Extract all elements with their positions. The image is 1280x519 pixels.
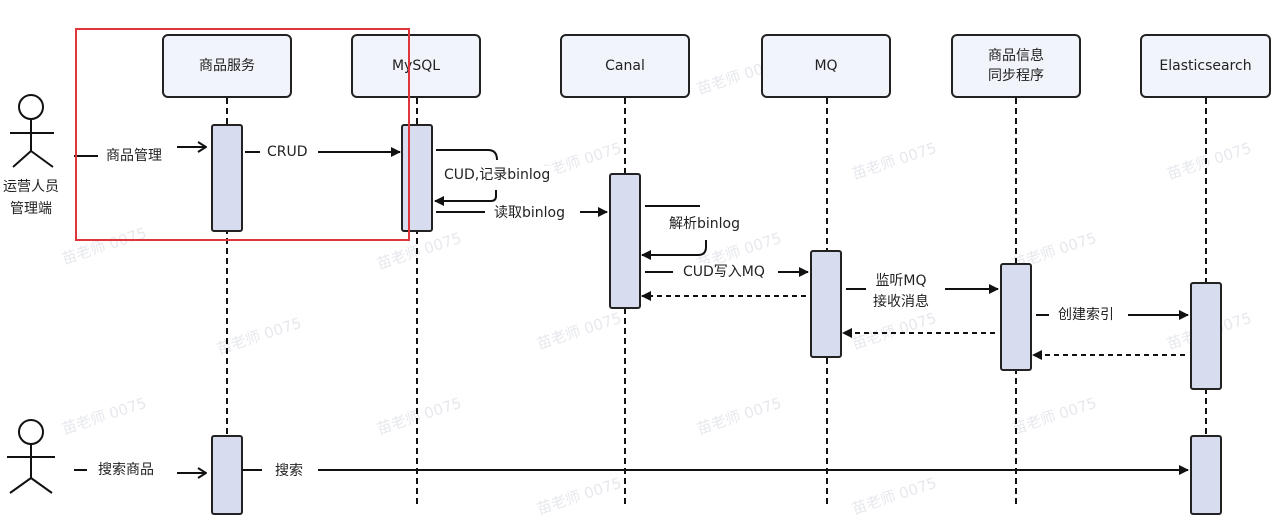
lifeline-mysql — [416, 98, 418, 504]
participant-label: 商品信息 同步程序 — [988, 48, 1044, 84]
participant-label: 商品服务 — [199, 58, 255, 74]
message-label: 读取binlog — [490, 204, 569, 222]
actor-admin-label: 运营人员 管理端 — [3, 179, 59, 217]
message-label: 监听MQ 接收消息 — [869, 271, 933, 313]
lifeline-goods-service — [226, 98, 228, 504]
message-arrows — [7, 94, 1189, 494]
participant-canal[interactable]: Canal — [560, 34, 690, 98]
message-label: CUD写入MQ — [679, 263, 769, 281]
message-label: 解析binlog — [665, 215, 744, 233]
message-label: 创建索引 — [1054, 306, 1118, 324]
participant-mq[interactable]: MQ — [761, 34, 891, 98]
arrow-cud-binlog — [436, 149, 498, 161]
message-label: CRUD — [263, 143, 312, 161]
sequence-diagram: 苗老师 0075 苗老师 0075 苗老师 0075 苗老师 0075 苗老师 … — [3, 28, 1271, 518]
activation-es-search — [1190, 435, 1222, 515]
activation-canal — [609, 173, 641, 309]
message-label: CUD,记录binlog — [440, 166, 555, 184]
participant-goods-service[interactable]: 商品服务 — [162, 34, 292, 98]
participant-sync[interactable]: 商品信息 同步程序 — [951, 34, 1081, 98]
message-label: 商品管理 — [102, 147, 166, 165]
participant-label: Elasticsearch — [1159, 58, 1252, 74]
activation-goods-service-search — [211, 435, 243, 515]
activation-es — [1190, 282, 1222, 390]
activation-goods-service — [211, 124, 243, 232]
actor-admin-icon — [10, 94, 54, 168]
participant-es[interactable]: Elasticsearch — [1140, 34, 1271, 98]
participant-label: MySQL — [391, 58, 441, 74]
actor-user-icon — [7, 419, 55, 494]
participant-mysql[interactable]: MySQL — [351, 34, 481, 98]
highlight-box — [75, 28, 410, 241]
message-label: 搜索 — [271, 462, 307, 480]
activation-sync — [1000, 263, 1032, 371]
participant-label: Canal — [605, 58, 645, 74]
participant-label: MQ — [814, 58, 838, 74]
activation-mysql — [401, 124, 433, 232]
message-label: 搜索商品 — [94, 461, 158, 479]
activation-mq — [810, 250, 842, 358]
